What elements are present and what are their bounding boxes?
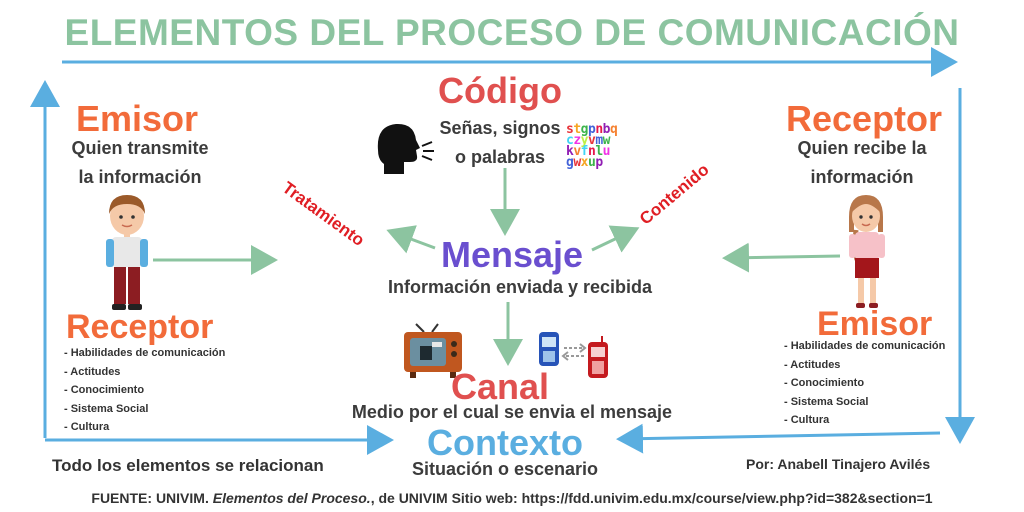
- footer-suffix: , de UNIVIM Sitio web: https://fdd.univi…: [370, 490, 933, 506]
- list-item: - Habilidades de comunicación: [64, 347, 226, 359]
- list-item: - Sistema Social: [64, 402, 149, 415]
- mensaje-title: Mensaje: [440, 234, 584, 275]
- codigo-desc-1: Señas, signos: [439, 118, 561, 138]
- source-footer: FUENTE: UNIVIM. Elementos del Proceso., …: [0, 490, 1024, 506]
- codigo-title: Código: [438, 70, 562, 111]
- left-emisor-desc-2: la información: [78, 167, 202, 187]
- tratamiento-arrow: [386, 225, 436, 254]
- canal-desc: Medio por el cual se envia el mensaje: [351, 402, 673, 422]
- left-emisor-desc-1: Quien transmite: [71, 138, 209, 158]
- list-item: - Actitudes: [64, 365, 121, 378]
- right-attributes-list: - Habilidades de comunicación - Actitude…: [784, 337, 945, 430]
- alphabet-letters-icon: stgpnbq czyvmw kvfnlu gwxup: [566, 122, 618, 170]
- bottom-right-arrow: [616, 423, 941, 454]
- list-item: - Cultura: [64, 421, 110, 433]
- boy-figure-icon: [106, 195, 148, 310]
- right-receptor-desc-2: información: [810, 167, 914, 187]
- left-receptor-title: Receptor: [66, 308, 214, 346]
- mobile-phones-icon: [539, 332, 608, 378]
- footer-prefix: FUENTE: UNIVIM.: [91, 490, 213, 506]
- contexto-title: Contexto: [427, 422, 583, 463]
- author-credit: Por: Anabell Tinajero Avilés: [746, 456, 931, 472]
- right-receptor-desc-1: Quien recibe la: [797, 138, 927, 158]
- footer-italic: Elementos del Proceso.: [212, 490, 371, 506]
- left-attributes-list: - Habilidades de comunicación - Actitude…: [64, 344, 225, 437]
- contenido-arrow: [591, 225, 640, 253]
- codigo-desc-2: o palabras: [454, 147, 546, 167]
- page-title: ELEMENTOS DEL PROCESO DE COMUNICACIÓN: [64, 12, 960, 53]
- speaking-head-icon: [377, 123, 434, 174]
- contexto-desc: Situación o escenario: [411, 459, 599, 479]
- left-emisor-title: Emisor: [76, 98, 199, 139]
- receptor-to-mensaje-arrow: [722, 242, 841, 273]
- list-item: - Sistema Social: [784, 395, 869, 408]
- list-item: - Conocimiento: [784, 377, 865, 389]
- relation-note: Todo los elementos se relacionan: [52, 456, 324, 475]
- television-icon: [404, 323, 462, 378]
- canal-title: Canal: [450, 366, 550, 407]
- mensaje-desc: Información enviada y recibida: [387, 277, 653, 297]
- list-item: - Cultura: [784, 414, 830, 426]
- list-item: - Actitudes: [784, 358, 841, 371]
- list-item: - Habilidades de comunicación: [784, 340, 946, 352]
- right-emisor-title: Emisor: [817, 305, 933, 343]
- list-item: - Conocimiento: [64, 384, 145, 396]
- right-receptor-title: Receptor: [786, 98, 943, 139]
- girl-figure-icon: [849, 195, 885, 308]
